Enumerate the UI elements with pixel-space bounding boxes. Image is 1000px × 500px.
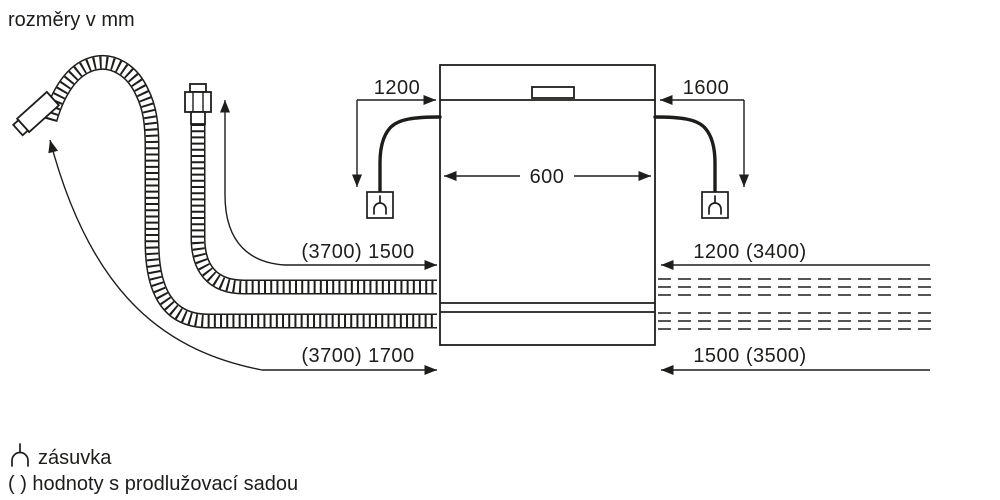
page-title: rozměry v mm	[8, 9, 135, 31]
leader-line-lower-hose	[48, 139, 263, 371]
extension-note: ( ) hodnoty s prodlužovací sadou	[8, 473, 298, 495]
tap-connector	[184, 83, 212, 125]
display-panel	[531, 86, 575, 99]
hose-nozzle	[11, 90, 61, 137]
dim-appliance-width: 600	[444, 166, 651, 188]
dim-right-cable: 1600	[660, 77, 749, 187]
inlet-hose	[184, 83, 437, 295]
dim-left-cable: 1200	[352, 77, 436, 187]
right-dashed-hose-upper	[658, 278, 932, 296]
right-dashed-hose-lower	[658, 312, 932, 330]
dim-label-left-hose-upper: (3700) 1500	[301, 241, 414, 263]
dim-left-hose-upper: (3700) 1500	[285, 241, 437, 270]
dishwasher-outline	[439, 64, 656, 346]
dim-right-hose-upper: 1200 (3400)	[661, 241, 930, 270]
dim-left-hose-lower: (3700) 1700	[262, 345, 437, 375]
socket-legend-icon	[11, 443, 29, 467]
legend: zásuvka ( ) hodnoty s prodlužovací sadou	[8, 443, 298, 495]
dim-label-right-hose-lower: 1500 (3500)	[693, 345, 806, 367]
drain-hose	[11, 55, 437, 329]
left-power-cord	[378, 115, 442, 194]
dim-label-right-cable: 1600	[683, 77, 730, 99]
dim-label-left-hose-lower: (3700) 1700	[301, 345, 414, 367]
dim-label-left-cable: 1200	[374, 77, 421, 99]
dim-label-width: 600	[530, 166, 565, 188]
right-power-cord	[653, 115, 717, 194]
dim-label-right-hose-upper: 1200 (3400)	[693, 241, 806, 263]
leader-line-upper-hose	[220, 100, 286, 266]
socket-legend-label: zásuvka	[38, 447, 112, 469]
right-socket-icon	[701, 191, 729, 219]
left-socket-icon	[366, 191, 394, 219]
dim-right-hose-lower: 1500 (3500)	[661, 345, 930, 375]
